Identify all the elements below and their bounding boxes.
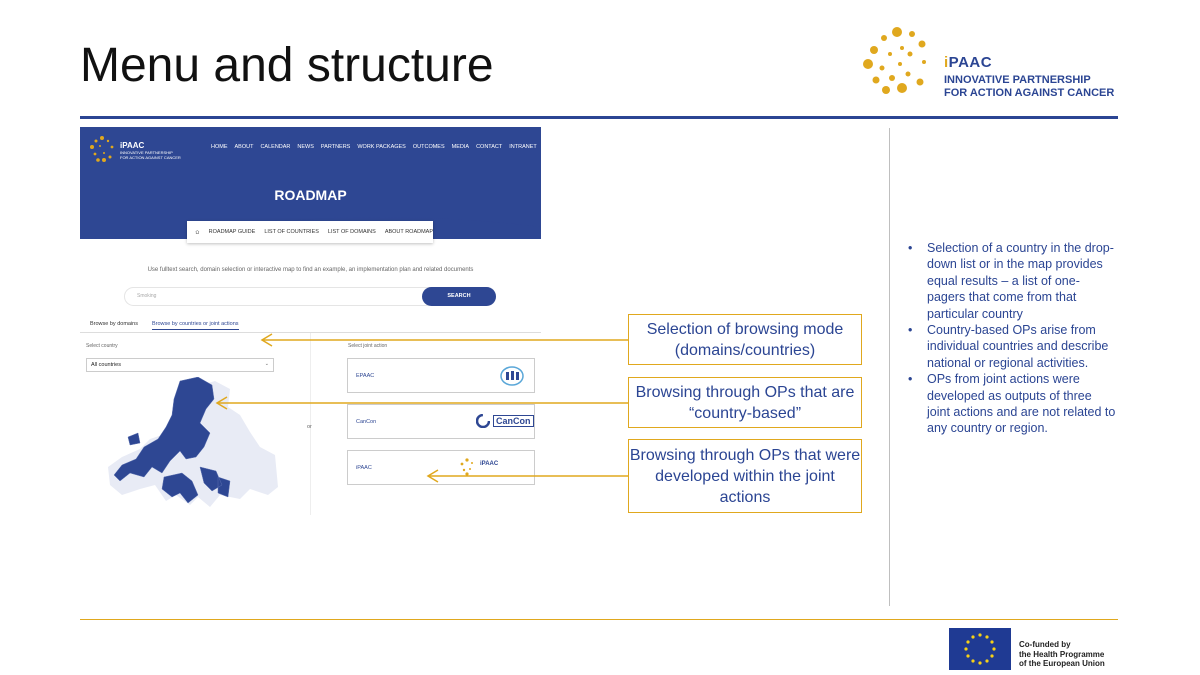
browse-divider — [80, 332, 541, 333]
ipaac-small-logo-icon — [460, 458, 473, 476]
ipaac-dots-icon — [863, 27, 926, 94]
roadmap-tabs: ROADMAP GUIDE LIST OF COUNTRIES LIST OF … — [187, 221, 433, 243]
country-select[interactable]: All countries ⌄ — [86, 358, 274, 372]
tab-roadmap-guide[interactable]: ROADMAP GUIDE — [208, 229, 256, 235]
tab-about-roadmap[interactable]: ABOUT ROADMAP — [384, 229, 433, 235]
site-nav: HOME ABOUT CALENDAR NEWS PARTNERS WORK P… — [211, 144, 537, 150]
home-icon[interactable] — [195, 228, 200, 236]
ja-card-ipaac[interactable]: iPAAC iPAAC — [347, 450, 535, 485]
nav-item-home[interactable]: HOME — [211, 144, 228, 150]
cancon-logo-text: CanCon — [493, 415, 534, 427]
header-rule — [80, 116, 1118, 119]
ipaac-logo: iPAAC INNOVATIVE PARTNERSHIP FOR ACTION … — [862, 24, 1132, 104]
nav-item-calendar[interactable]: CALENDAR — [260, 144, 291, 150]
nav-item-work-packages[interactable]: WORK PACKAGES — [357, 144, 406, 150]
nav-item-contact[interactable]: CONTACT — [476, 144, 503, 150]
chevron-down-icon: ⌄ — [264, 361, 269, 367]
ja-card-cancon[interactable]: CanCon CanCon — [347, 404, 535, 439]
brand-line-1: INNOVATIVE PARTNERSHIP — [944, 74, 1091, 86]
roadmap-screenshot: iPAAC INNOVATIVE PARTNERSHIP FOR ACTION … — [80, 127, 541, 515]
nav-item-intranet[interactable]: INTRANET — [509, 144, 537, 150]
tab-list-of-countries[interactable]: LIST OF COUNTRIES — [264, 229, 319, 235]
ja-card-epaac[interactable]: EPAAC — [347, 358, 535, 393]
ipaac-small-logo-text: iPAAC — [480, 461, 499, 467]
tab-browse-countries[interactable]: Browse by countries or joint actions — [152, 321, 239, 330]
search-button[interactable]: SEARCH — [422, 287, 496, 306]
panel-divider — [310, 333, 311, 515]
country-select-value: All countries — [91, 362, 121, 368]
column-divider — [889, 128, 890, 606]
nav-item-media[interactable]: MEDIA — [451, 144, 470, 150]
site-logo-text: iPAAC INNOVATIVE PARTNERSHIP FOR ACTION … — [120, 141, 181, 160]
search-bar: Smoking SEARCH — [124, 287, 496, 306]
nav-item-about[interactable]: ABOUT — [234, 144, 254, 150]
or-label: or — [307, 424, 312, 430]
tab-browse-domains[interactable]: Browse by domains — [90, 321, 138, 327]
ja-name: EPAAC — [356, 373, 375, 379]
search-input[interactable]: Smoking — [137, 293, 157, 299]
brand-line-2: FOR ACTION AGAINST CANCER — [944, 87, 1115, 99]
ja-name: CanCon — [356, 419, 377, 425]
callout-joint-actions: Browsing through OPs that were developed… — [628, 439, 862, 513]
tab-list-of-domains[interactable]: LIST OF DOMAINS — [327, 229, 376, 235]
cancon-logo-icon — [476, 414, 490, 428]
site-logo-icon — [90, 136, 114, 162]
eu-flag-icon — [949, 628, 1011, 670]
callout-browsing-mode: Selection of browsing mode (domains/coun… — [628, 314, 862, 365]
select-ja-label: Select joint action — [348, 343, 388, 349]
nav-item-partners[interactable]: PARTNERS — [320, 144, 351, 150]
note-item: OPs from joint actions were developed as… — [908, 371, 1118, 437]
roadmap-title: ROADMAP — [274, 187, 347, 203]
callout-country-based: Browsing through OPs that are “country-b… — [628, 377, 862, 428]
nav-item-news[interactable]: NEWS — [297, 144, 314, 150]
select-country-label: Select country — [86, 343, 118, 349]
europe-map[interactable] — [100, 377, 280, 512]
brand-name: iPAAC — [944, 54, 993, 71]
intro-text: Use fulltext search, domain selection or… — [147, 267, 474, 273]
hero-banner — [80, 127, 541, 239]
epaac-logo-icon — [500, 366, 524, 386]
ja-name: iPAAC — [356, 465, 372, 471]
footer-rule — [80, 619, 1118, 620]
note-item: Country-based OPs arise from individual … — [908, 322, 1118, 371]
note-item: Selection of a country in the drop-down … — [908, 240, 1118, 322]
notes-list: Selection of a country in the drop-down … — [908, 240, 1118, 437]
nav-item-outcomes[interactable]: OUTCOMES — [412, 144, 445, 150]
eu-cofunded-text: Co-funded by the Health Programme of the… — [1019, 640, 1105, 668]
page-title: Menu and structure — [80, 39, 494, 92]
